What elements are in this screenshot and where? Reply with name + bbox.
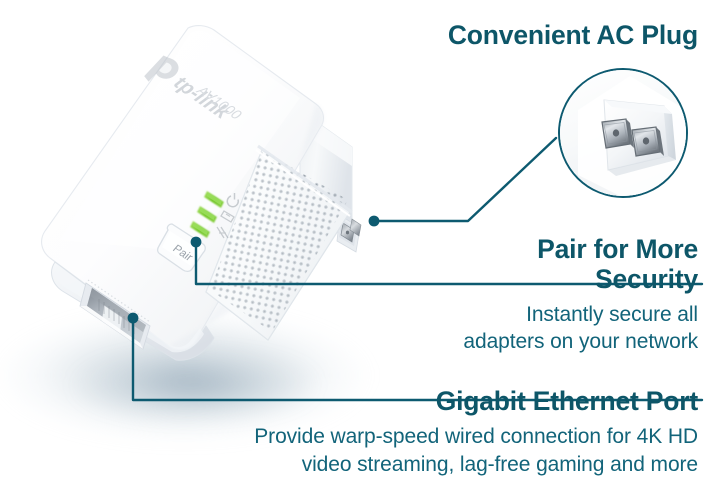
led-indicator-group <box>190 191 240 239</box>
callout-subtitle-ethernet: Provide warp-speed wired connection for … <box>158 423 698 479</box>
ac-blade-right <box>631 126 664 157</box>
powerline-adapter-product-image: tp-link AV1000 <box>41 25 362 361</box>
callout-subtitle-pair-line2: adapters on your network <box>463 330 698 353</box>
callout-subtitle-ethernet-line2: video streaming, lag-free gaming and mor… <box>301 453 698 476</box>
callout-title-pair-line2: Security <box>595 264 698 294</box>
ethernet-icon <box>216 226 229 239</box>
callout-title-ac-plug: Convenient AC Plug <box>447 20 698 50</box>
device-edge-ridge <box>255 144 353 217</box>
callout-title-pair: Pair for More Security <box>358 234 698 294</box>
callout-title-ethernet: Gigabit Ethernet Port <box>435 386 698 416</box>
callout-subtitle-pair: Instantly secure all adapters on your ne… <box>358 301 698 355</box>
callout-subtitle-pair-line1: Instantly secure all <box>526 303 698 326</box>
callout-title-pair-line1: Pair for More <box>537 234 698 264</box>
ethernet-led <box>190 221 210 238</box>
power-icon <box>226 193 240 208</box>
powerline-icon <box>220 210 235 223</box>
callout-subtitle-ethernet-line1: Provide warp-speed wired connection for … <box>254 425 698 448</box>
ac-plug-magnified-illustration <box>560 70 686 196</box>
powerline-led <box>197 206 217 223</box>
ac-plug-magnifier <box>558 68 688 198</box>
ac-blade-left <box>601 118 634 149</box>
pair-button[interactable]: Pair <box>156 223 206 273</box>
power-led <box>204 191 224 208</box>
